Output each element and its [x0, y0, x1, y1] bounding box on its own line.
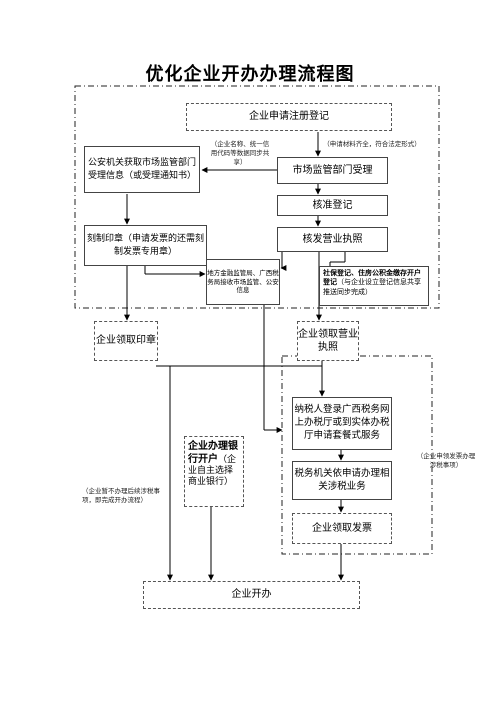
apply-registration-box: 企业申请注册登记 [186, 103, 392, 131]
taxpayer-apply-box: 纳税人登录广西税务网上办税厅或到实体办税厅申请套餐式服务 [292, 397, 392, 450]
business-start-box: 企业开办 [143, 581, 360, 609]
invoice-side-note: （企业申领发票办理涉税事项） [416, 452, 476, 469]
data-share-note: （企业名称、统一信用代码等数据同步共享） [210, 140, 270, 166]
condition-note: （申请材料齐全，符合法定形式） [323, 140, 421, 148]
issue-license-box: 核发营业执照 [277, 227, 388, 252]
police-receive-info-box: 公安机关获取市场监管部门受理信息（或受理通知书） [84, 146, 200, 193]
engrave-seal-box: 刻制印章（申请发票的还需刻制发票专用章） [84, 225, 207, 266]
social-security-bold: 社保登记、住房公积金缴存开户登记 [323, 269, 421, 287]
get-license-box: 企业领取营业执照 [297, 321, 359, 361]
registration-stage-frame [74, 85, 440, 309]
get-seal-box: 企业领取印章 [94, 321, 158, 361]
social-security-box: 社保登记、住房公积金缴存开户登记（与企业设立登记信息共享推送同步完成） [319, 266, 429, 306]
market-accept-box: 市场监管部门受理 [277, 157, 388, 184]
bank-account-box: 企业办理银行开户（企业自主选择商业银行） [184, 436, 244, 507]
finance-tax-receive-box: 地方金融监管局、广西税务局接收市场监管、公安信息 [206, 259, 280, 305]
bank-account-bold: 企业办理银行开户 [188, 441, 238, 465]
tax-office-box: 税务机关依申请办理相关涉税业务 [292, 461, 392, 500]
get-invoice-box: 企业领取发票 [292, 513, 392, 544]
approve-registration-box: 核准登记 [277, 195, 388, 216]
bank-account-desc: （企业自主选择商业银行） [188, 454, 237, 488]
social-security-desc: （与企业设立登记信息共享推送同步完成） [323, 278, 421, 296]
page-title: 优化企业开办办理流程图 [145, 64, 355, 85]
no-tax-note: （企业暂不办理后续涉税事项，即完成开办流程） [82, 487, 160, 504]
